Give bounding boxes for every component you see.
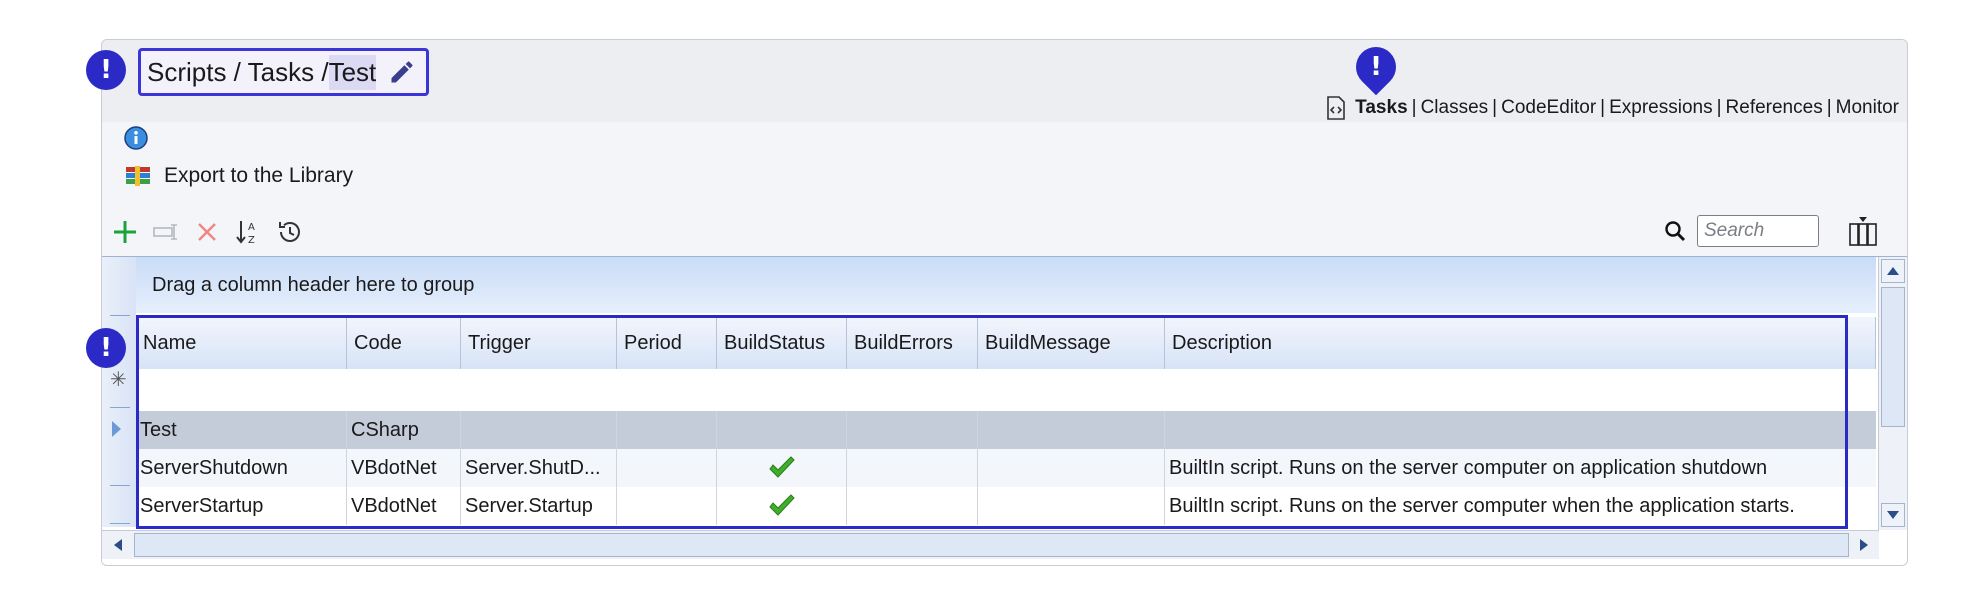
row-selector-column: ✳	[102, 257, 136, 527]
tasks-code-icon	[1327, 96, 1345, 120]
breadcrumb-current[interactable]: Test	[328, 54, 377, 90]
cell-buildstatus[interactable]	[717, 411, 847, 449]
cell-buildstatus[interactable]	[717, 449, 847, 487]
svg-text:Z: Z	[248, 235, 255, 246]
cell-period[interactable]	[617, 411, 717, 449]
check-icon	[768, 494, 795, 516]
cell-builderrors[interactable]	[847, 449, 978, 487]
column-header-trigger[interactable]: Trigger	[461, 317, 617, 369]
column-header-code[interactable]: Code	[347, 317, 461, 369]
cell-buildstatus[interactable]	[717, 487, 847, 525]
scroll-up-button[interactable]	[1881, 259, 1905, 283]
sort-az-icon[interactable]: A Z	[234, 218, 262, 246]
tasks-panel: Scripts / Tasks / Test Tasks | Classes |…	[101, 39, 1908, 566]
cell-trigger[interactable]: Server.ShutD...	[461, 449, 617, 487]
alert-badge-grid[interactable]: !	[86, 328, 126, 368]
cell-description[interactable]: BuiltIn script. Runs on the server compu…	[1169, 494, 1795, 517]
cell-builderrors[interactable]	[847, 411, 978, 449]
current-row-indicator-icon	[112, 421, 121, 437]
cell-buildmessage[interactable]	[978, 487, 1165, 525]
cell-code[interactable]: VBdotNet	[347, 487, 461, 525]
top-nav: Tasks | Classes | CodeEditor | Expressio…	[1325, 96, 1899, 120]
cell-description[interactable]	[1165, 411, 1876, 449]
new-row[interactable]	[136, 369, 1876, 407]
search-area: Search	[1663, 215, 1819, 247]
search-input[interactable]: Search	[1697, 215, 1819, 247]
nav-separator: |	[1492, 97, 1498, 118]
breadcrumb-path[interactable]: Scripts / Tasks /	[147, 56, 329, 87]
cell-period[interactable]	[617, 487, 717, 525]
cell-trigger[interactable]	[461, 411, 617, 449]
nav-classes[interactable]: Classes	[1420, 97, 1489, 118]
gutter-mark	[110, 485, 130, 486]
nav-codeeditor[interactable]: CodeEditor	[1501, 97, 1597, 118]
table-row[interactable]: Test CSharp	[136, 411, 1876, 449]
scroll-left-button[interactable]	[106, 533, 130, 557]
arrow-down-icon	[1887, 511, 1899, 519]
nav-separator: |	[1600, 97, 1606, 118]
cell-code[interactable]: CSharp	[347, 411, 461, 449]
column-header-period[interactable]: Period	[617, 317, 717, 369]
cell-buildmessage[interactable]	[978, 449, 1165, 487]
cell-code[interactable]: VBdotNet	[347, 449, 461, 487]
history-icon[interactable]	[276, 218, 304, 246]
cell-description[interactable]: BuiltIn script. Runs on the server compu…	[1169, 456, 1768, 479]
column-chooser-icon[interactable]	[1847, 215, 1879, 247]
nav-separator: |	[1826, 97, 1832, 118]
group-panel[interactable]: Drag a column header here to group	[136, 257, 1876, 313]
search-icon[interactable]	[1663, 219, 1687, 243]
table-row[interactable]: ServerShutdown VBdotNet Server.ShutD... …	[136, 449, 1876, 487]
check-icon	[768, 456, 795, 478]
nav-expressions[interactable]: Expressions	[1609, 97, 1713, 118]
cell-builderrors[interactable]	[847, 487, 978, 525]
svg-text:A: A	[248, 222, 255, 233]
gutter-mark	[110, 315, 130, 316]
cell-period[interactable]	[617, 449, 717, 487]
gutter-mark	[110, 523, 130, 524]
cell-name[interactable]: ServerShutdown	[136, 449, 347, 487]
cell-name[interactable]: ServerStartup	[136, 487, 347, 525]
library-export-icon	[126, 166, 150, 186]
horizontal-scroll-thumb[interactable]	[134, 533, 1849, 557]
nav-separator: |	[1716, 97, 1722, 118]
export-to-library[interactable]: Export to the Library	[124, 164, 353, 188]
gutter-mark	[110, 407, 130, 408]
column-header-buildmessage[interactable]: BuildMessage	[978, 317, 1165, 369]
cell-name[interactable]: Test	[136, 411, 347, 449]
add-icon[interactable]	[112, 219, 138, 245]
arrow-right-icon	[1860, 539, 1868, 551]
nav-references[interactable]: References	[1725, 97, 1823, 118]
alert-pin-nav[interactable]: !	[1347, 38, 1405, 96]
tasks-grid: ✳ Drag a column header here to group Nam…	[102, 256, 1907, 565]
nav-tasks[interactable]: Tasks	[1355, 97, 1408, 118]
alert-badge-breadcrumb[interactable]: !	[86, 50, 126, 90]
arrow-left-icon	[114, 539, 122, 551]
table-row[interactable]: ServerStartup VBdotNet Server.Startup Bu…	[136, 487, 1876, 525]
column-header-description[interactable]: Description	[1165, 317, 1876, 369]
horizontal-scrollbar[interactable]	[102, 530, 1879, 559]
column-header-buildstatus[interactable]: BuildStatus	[717, 317, 847, 369]
scroll-down-button[interactable]	[1881, 503, 1905, 527]
info-icon[interactable]	[124, 126, 148, 150]
vertical-scrollbar[interactable]	[1878, 257, 1907, 530]
export-label[interactable]: Export to the Library	[164, 164, 354, 187]
column-header-name[interactable]: Name	[136, 317, 347, 369]
vertical-scroll-thumb[interactable]	[1881, 287, 1905, 427]
alert-pin-label: !	[1370, 52, 1382, 82]
arrow-up-icon	[1887, 267, 1899, 275]
nav-monitor[interactable]: Monitor	[1835, 97, 1899, 118]
column-header-builderrors[interactable]: BuildErrors	[847, 317, 978, 369]
breadcrumb[interactable]: Scripts / Tasks / Test	[138, 48, 430, 96]
new-row-star-icon[interactable]: ✳	[110, 369, 127, 391]
pencil-icon[interactable]	[388, 58, 416, 86]
cell-trigger[interactable]: Server.Startup	[461, 487, 617, 525]
nav-separator: |	[1411, 97, 1417, 118]
rename-icon[interactable]	[152, 219, 180, 245]
scroll-right-button[interactable]	[1852, 533, 1876, 557]
cell-buildmessage[interactable]	[978, 411, 1165, 449]
grid-toolbar: A Z	[112, 218, 304, 246]
delete-icon[interactable]	[194, 219, 220, 245]
